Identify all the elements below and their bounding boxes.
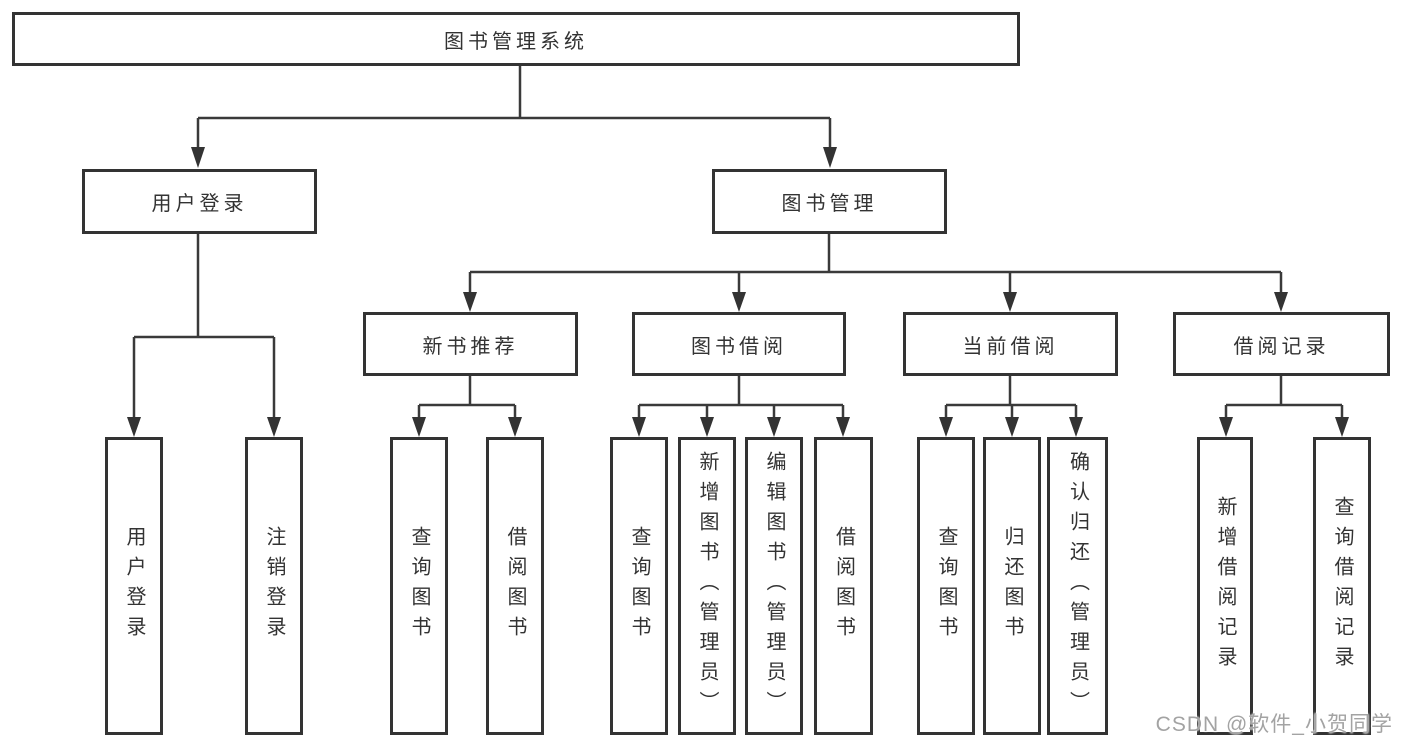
node-label: 查询图书 xyxy=(628,526,650,646)
node-book-borrowing: 图书借阅 xyxy=(632,312,846,376)
node-label: 图书管理系统 xyxy=(444,30,588,53)
leaf-edit-book-admin: 编辑图书（管理员） xyxy=(745,437,803,735)
node-label: 当前借阅 xyxy=(962,335,1059,358)
leaf-user-login: 用户登录 xyxy=(105,437,163,735)
node-label: 查询借阅记录 xyxy=(1331,496,1353,676)
leaf-add-borrow-record: 新增借阅记录 xyxy=(1197,437,1253,735)
node-label: 用户登录 xyxy=(123,526,145,646)
leaf-add-book-admin: 新增图书（管理员） xyxy=(678,437,736,735)
node-label: 用户登录 xyxy=(151,193,248,215)
csdn-watermark: CSDN @软件_小贺同学 xyxy=(1155,713,1393,736)
node-label: 查询图书 xyxy=(935,526,957,646)
leaf-query-books-recommend: 查询图书 xyxy=(390,437,448,735)
leaf-query-books-current: 查询图书 xyxy=(917,437,975,735)
node-label: 图书借阅 xyxy=(691,335,787,358)
node-label: 借阅记录 xyxy=(1233,335,1330,358)
node-label: 新书推荐 xyxy=(422,335,519,358)
node-borrowing-records: 借阅记录 xyxy=(1173,312,1390,376)
leaf-return-book: 归还图书 xyxy=(983,437,1041,735)
node-label: 新增借阅记录 xyxy=(1214,496,1236,676)
node-label: 图书管理 xyxy=(781,193,878,215)
leaf-query-borrow-record: 查询借阅记录 xyxy=(1313,437,1371,735)
node-label: 归还图书 xyxy=(1001,526,1023,646)
leaf-borrow-books-recommend: 借阅图书 xyxy=(486,437,544,735)
arrowheads xyxy=(127,147,1349,437)
node-label: 查询图书 xyxy=(408,526,430,646)
leaf-query-books-borrowing: 查询图书 xyxy=(610,437,668,735)
leaf-logout-login: 注销登录 xyxy=(245,437,303,735)
node-user-login-group: 用户登录 xyxy=(82,169,317,234)
node-current-borrowing: 当前借阅 xyxy=(903,312,1118,376)
node-label: 确认归还（管理员） xyxy=(1066,451,1089,721)
leaf-borrow-books-borrowing: 借阅图书 xyxy=(814,437,873,735)
node-new-book-recommend: 新书推荐 xyxy=(363,312,578,376)
node-label: 借阅图书 xyxy=(504,526,526,646)
leaf-confirm-return-admin: 确认归还（管理员） xyxy=(1047,437,1108,735)
node-book-management: 图书管理 xyxy=(712,169,947,234)
connector-path xyxy=(132,66,1344,421)
node-library-management-system: 图书管理系统 xyxy=(12,12,1020,66)
node-label: 注销登录 xyxy=(263,526,285,646)
node-label: 借阅图书 xyxy=(832,526,855,646)
node-label: 编辑图书（管理员） xyxy=(763,451,785,721)
node-label: 新增图书（管理员） xyxy=(696,451,718,721)
